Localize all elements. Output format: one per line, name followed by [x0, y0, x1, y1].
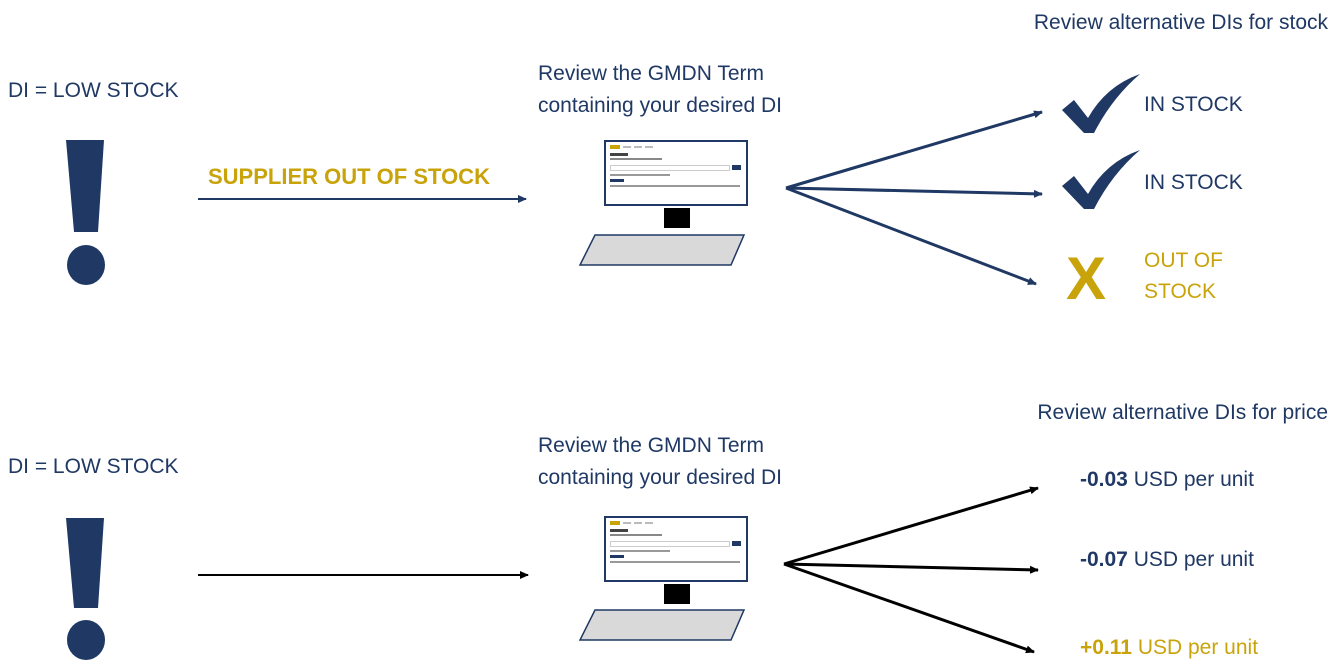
- alt-dis-stock-title: Review alternative DIs for stock: [1033, 11, 1328, 34]
- result-out-of-stock-line2: STOCK: [1144, 280, 1216, 303]
- result-in-stock-1: IN STOCK: [1144, 93, 1243, 116]
- gmdn-screen: [604, 140, 748, 206]
- result-in-stock-2: IN STOCK: [1144, 171, 1243, 194]
- price-item-2: -0.07 USD per unit: [1080, 548, 1254, 572]
- supplier-out-of-stock-label: SUPPLIER OUT OF STOCK: [208, 164, 490, 189]
- di-low-stock-label: DI = LOW STOCK: [8, 79, 179, 102]
- price-unit: USD per unit: [1127, 468, 1254, 491]
- price-delta: -0.03: [1080, 468, 1128, 491]
- review-gmdn-line1: Review the GMDN Term: [538, 62, 764, 85]
- alt-dis-price-title: Review alternative DIs for price: [1037, 401, 1328, 424]
- check-icon: [1062, 74, 1140, 133]
- computer-icon: [578, 208, 746, 266]
- computer-icon: [578, 584, 746, 641]
- price-item-3: +0.11 USD per unit: [1080, 636, 1258, 660]
- review-gmdn-line2: containing your desired DI: [538, 94, 782, 117]
- gmdn-screen: [604, 516, 748, 582]
- arrow-icon: [783, 562, 1035, 654]
- arrow-icon: [785, 186, 1043, 198]
- price-unit: USD per unit: [1131, 636, 1259, 659]
- arrow-icon: [783, 486, 1039, 566]
- exclamation-icon: [66, 140, 105, 285]
- price-unit: USD per unit: [1127, 548, 1254, 571]
- review-gmdn-line2: containing your desired DI: [538, 466, 782, 489]
- review-gmdn-line1: Review the GMDN Term: [538, 434, 764, 457]
- arrow-icon: [783, 562, 1039, 574]
- price-delta: +0.11: [1080, 636, 1132, 659]
- check-icon: [1062, 150, 1140, 209]
- result-out-of-stock-line1: OUT OF: [1144, 249, 1223, 272]
- exclamation-icon: [66, 518, 105, 660]
- price-delta: -0.07: [1080, 548, 1128, 571]
- x-icon: X: [1066, 245, 1107, 312]
- arrow-icon: [785, 186, 1037, 286]
- price-item-1: -0.03 USD per unit: [1080, 468, 1254, 492]
- di-low-stock-label: DI = LOW STOCK: [8, 455, 179, 478]
- arrow-icon: [785, 110, 1043, 190]
